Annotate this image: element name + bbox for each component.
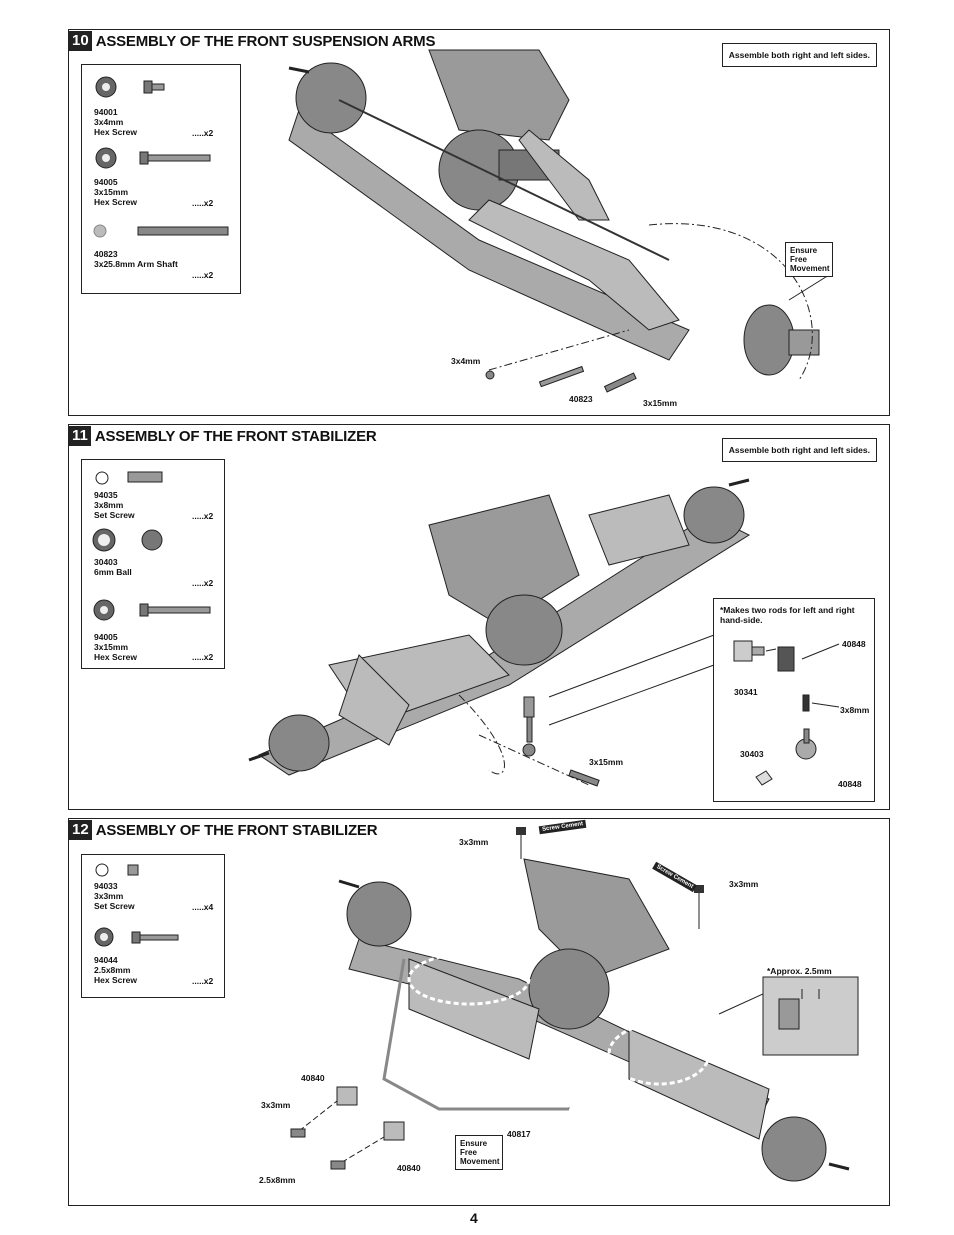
- step-12-label-3x3mm-top: 3x3mm: [459, 837, 489, 847]
- part-94005-b-qty: .....x2: [192, 652, 214, 662]
- part-94033-qty: .....x4: [192, 902, 214, 912]
- part-94005: 94005 3x15mm Hex Screw: [94, 177, 137, 207]
- step-10-part-icons: [93, 76, 229, 238]
- step-10-label-40823: 40823: [569, 394, 593, 404]
- part-40823-qty: .....x2: [192, 270, 214, 280]
- step-10-label-3x4mm: 3x4mm: [451, 356, 481, 366]
- part-94005-b: 94005 3x15mm Hex Screw: [94, 632, 137, 662]
- step-11-panel: 11 ASSEMBLY OF THE FRONT STABILIZER Asse…: [68, 424, 890, 810]
- step-10-label-3x15mm: 3x15mm: [643, 398, 678, 408]
- step-10-note: Assemble both right and left sides.: [721, 43, 877, 67]
- step-12-ensure-note: Ensure Free Movement: [455, 1135, 503, 1170]
- part-94035: 94035 3x8mm Set Screw: [94, 490, 135, 520]
- step-12-header: 12 ASSEMBLY OF THE FRONT STABILIZER: [69, 819, 378, 841]
- part-94035-qty: .....x2: [192, 511, 214, 521]
- step-12-label-3x3mm-low: 3x3mm: [261, 1100, 291, 1110]
- part-94001: 94001 3x4mm Hex Screw: [94, 107, 137, 137]
- detail-label-40848-a: 40848: [842, 639, 866, 649]
- step-12-assembly-drawing: [290, 827, 859, 1182]
- part-94044-qty: .....x2: [192, 976, 214, 986]
- step-10-panel: 10 ASSEMBLY OF THE FRONT SUSPENSION ARMS…: [68, 29, 890, 416]
- step-12-label-2-5x8mm: 2.5x8mm: [259, 1175, 296, 1185]
- step-12-label-40840-b: 40840: [397, 1163, 421, 1173]
- step-10-title: ASSEMBLY OF THE FRONT SUSPENSION ARMS: [95, 32, 436, 50]
- step-11-label-3x15mm: 3x15mm: [589, 757, 624, 767]
- step-11-part-icons: [92, 471, 211, 621]
- page-number: 4: [470, 1210, 478, 1226]
- part-94001-qty: .....x2: [192, 128, 214, 138]
- detail-label-40848-b: 40848: [838, 779, 862, 789]
- step-12-label-40817: 40817: [507, 1129, 531, 1139]
- detail-label-30403: 30403: [740, 749, 764, 759]
- part-40823: 40823 3x25.8mm Arm Shaft: [94, 249, 178, 269]
- part-94005-qty: .....x2: [192, 198, 214, 208]
- step-12-part-icons: [94, 863, 179, 947]
- step-12-title: ASSEMBLY OF THE FRONT STABILIZER: [95, 821, 378, 839]
- part-94033: 94033 3x3mm Set Screw: [94, 881, 135, 911]
- part-30403: 30403 6mm Ball: [94, 557, 132, 577]
- step-11-number: 11: [69, 426, 91, 446]
- detail-label-30341: 30341: [734, 687, 758, 697]
- step-10-parts-box: 94001 3x4mm Hex Screw .....x2 94005 3x15…: [81, 64, 241, 294]
- step-10-header: 10 ASSEMBLY OF THE FRONT SUSPENSION ARMS: [69, 30, 435, 52]
- step-10-assembly-drawing: [288, 49, 830, 393]
- part-30403-qty: .....x2: [192, 578, 214, 588]
- step-12-panel: 12 ASSEMBLY OF THE FRONT STABILIZER 9403…: [68, 818, 890, 1206]
- step-10-number: 10: [69, 31, 92, 51]
- step-11-title: ASSEMBLY OF THE FRONT STABILIZER: [94, 427, 377, 445]
- detail-rod-drawing: [733, 640, 840, 786]
- step-12-label-3x3mm-right: 3x3mm: [729, 879, 759, 889]
- step-12-parts-box: 94033 3x3mm Set Screw .....x4 94044 2.5x…: [81, 854, 225, 998]
- step-11-assembly-drawing: [248, 478, 751, 787]
- step-11-header: 11 ASSEMBLY OF THE FRONT STABILIZER: [69, 425, 377, 447]
- detail-label-3x8mm: 3x8mm: [840, 705, 870, 715]
- part-94044: 94044 2.5x8mm Hex Screw: [94, 955, 137, 985]
- detail-note: *Makes two rods for left and right hand-…: [720, 605, 855, 625]
- step-11-detail-box: *Makes two rods for left and right hand-…: [713, 598, 875, 802]
- step-10-ensure-note: Ensure Free Movement: [785, 242, 833, 277]
- step-12-number: 12: [69, 820, 92, 840]
- step-11-parts-box: 94035 3x8mm Set Screw .....x2 30403 6mm …: [81, 459, 225, 669]
- step-12-label-40840-a: 40840: [301, 1073, 325, 1083]
- step-12-label-approx: *Approx. 2.5mm: [767, 966, 832, 976]
- step-11-note: Assemble both right and left sides.: [721, 438, 877, 462]
